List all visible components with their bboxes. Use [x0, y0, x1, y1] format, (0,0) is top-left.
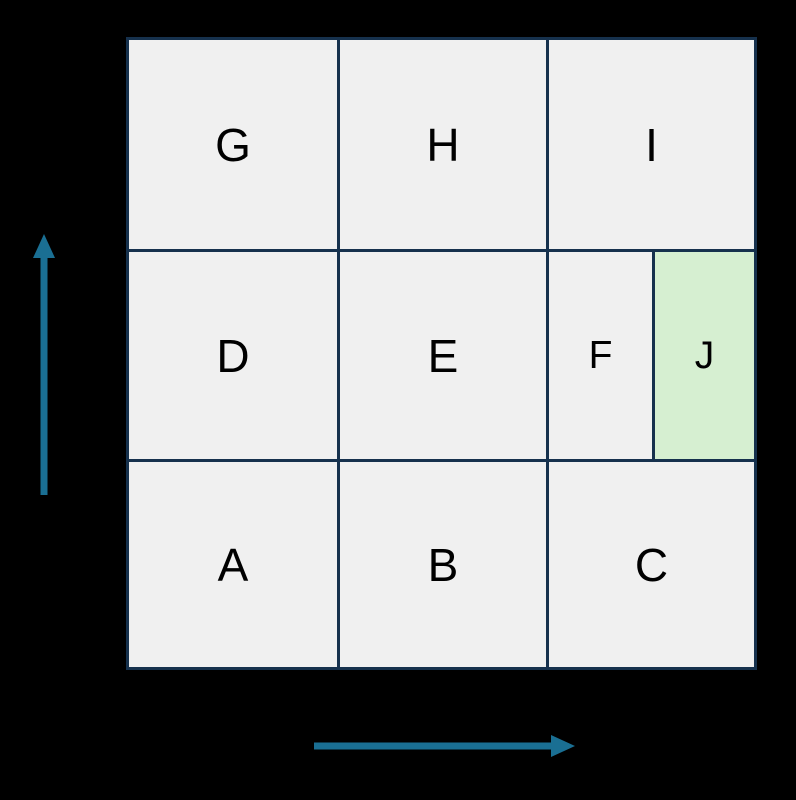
grid-cell-label: C — [634, 538, 669, 591]
grid-cell-c[interactable]: C — [546, 459, 757, 670]
horizontal-axis-arrow-icon — [314, 735, 575, 757]
grid-cell-label: J — [694, 334, 715, 377]
grid-cell-label: B — [427, 538, 459, 591]
grid-cell-label: I — [645, 118, 658, 171]
grid-cell-i[interactable]: I — [546, 37, 757, 252]
grid-cell-label: G — [215, 118, 251, 171]
grid-cell-j-highlighted[interactable]: J — [652, 249, 757, 462]
grid-cell-h[interactable]: H — [337, 37, 549, 252]
grid-cell-d[interactable]: D — [126, 249, 340, 462]
vertical-axis-arrow-icon — [33, 234, 55, 495]
grid-cell-label: A — [217, 538, 249, 591]
grid-container: G H I D E F J A B C — [126, 37, 757, 670]
grid-cell-label: E — [427, 329, 459, 382]
grid-cell-label: H — [426, 118, 460, 171]
grid-cell-label: D — [216, 329, 250, 382]
grid-cell-f[interactable]: F — [546, 249, 655, 462]
grid-cell-e[interactable]: E — [337, 249, 549, 462]
grid-cell-g[interactable]: G — [126, 37, 340, 252]
grid-cell-b[interactable]: B — [337, 459, 549, 670]
grid-cell-label: F — [588, 334, 613, 377]
grid-cell-a[interactable]: A — [126, 459, 340, 670]
